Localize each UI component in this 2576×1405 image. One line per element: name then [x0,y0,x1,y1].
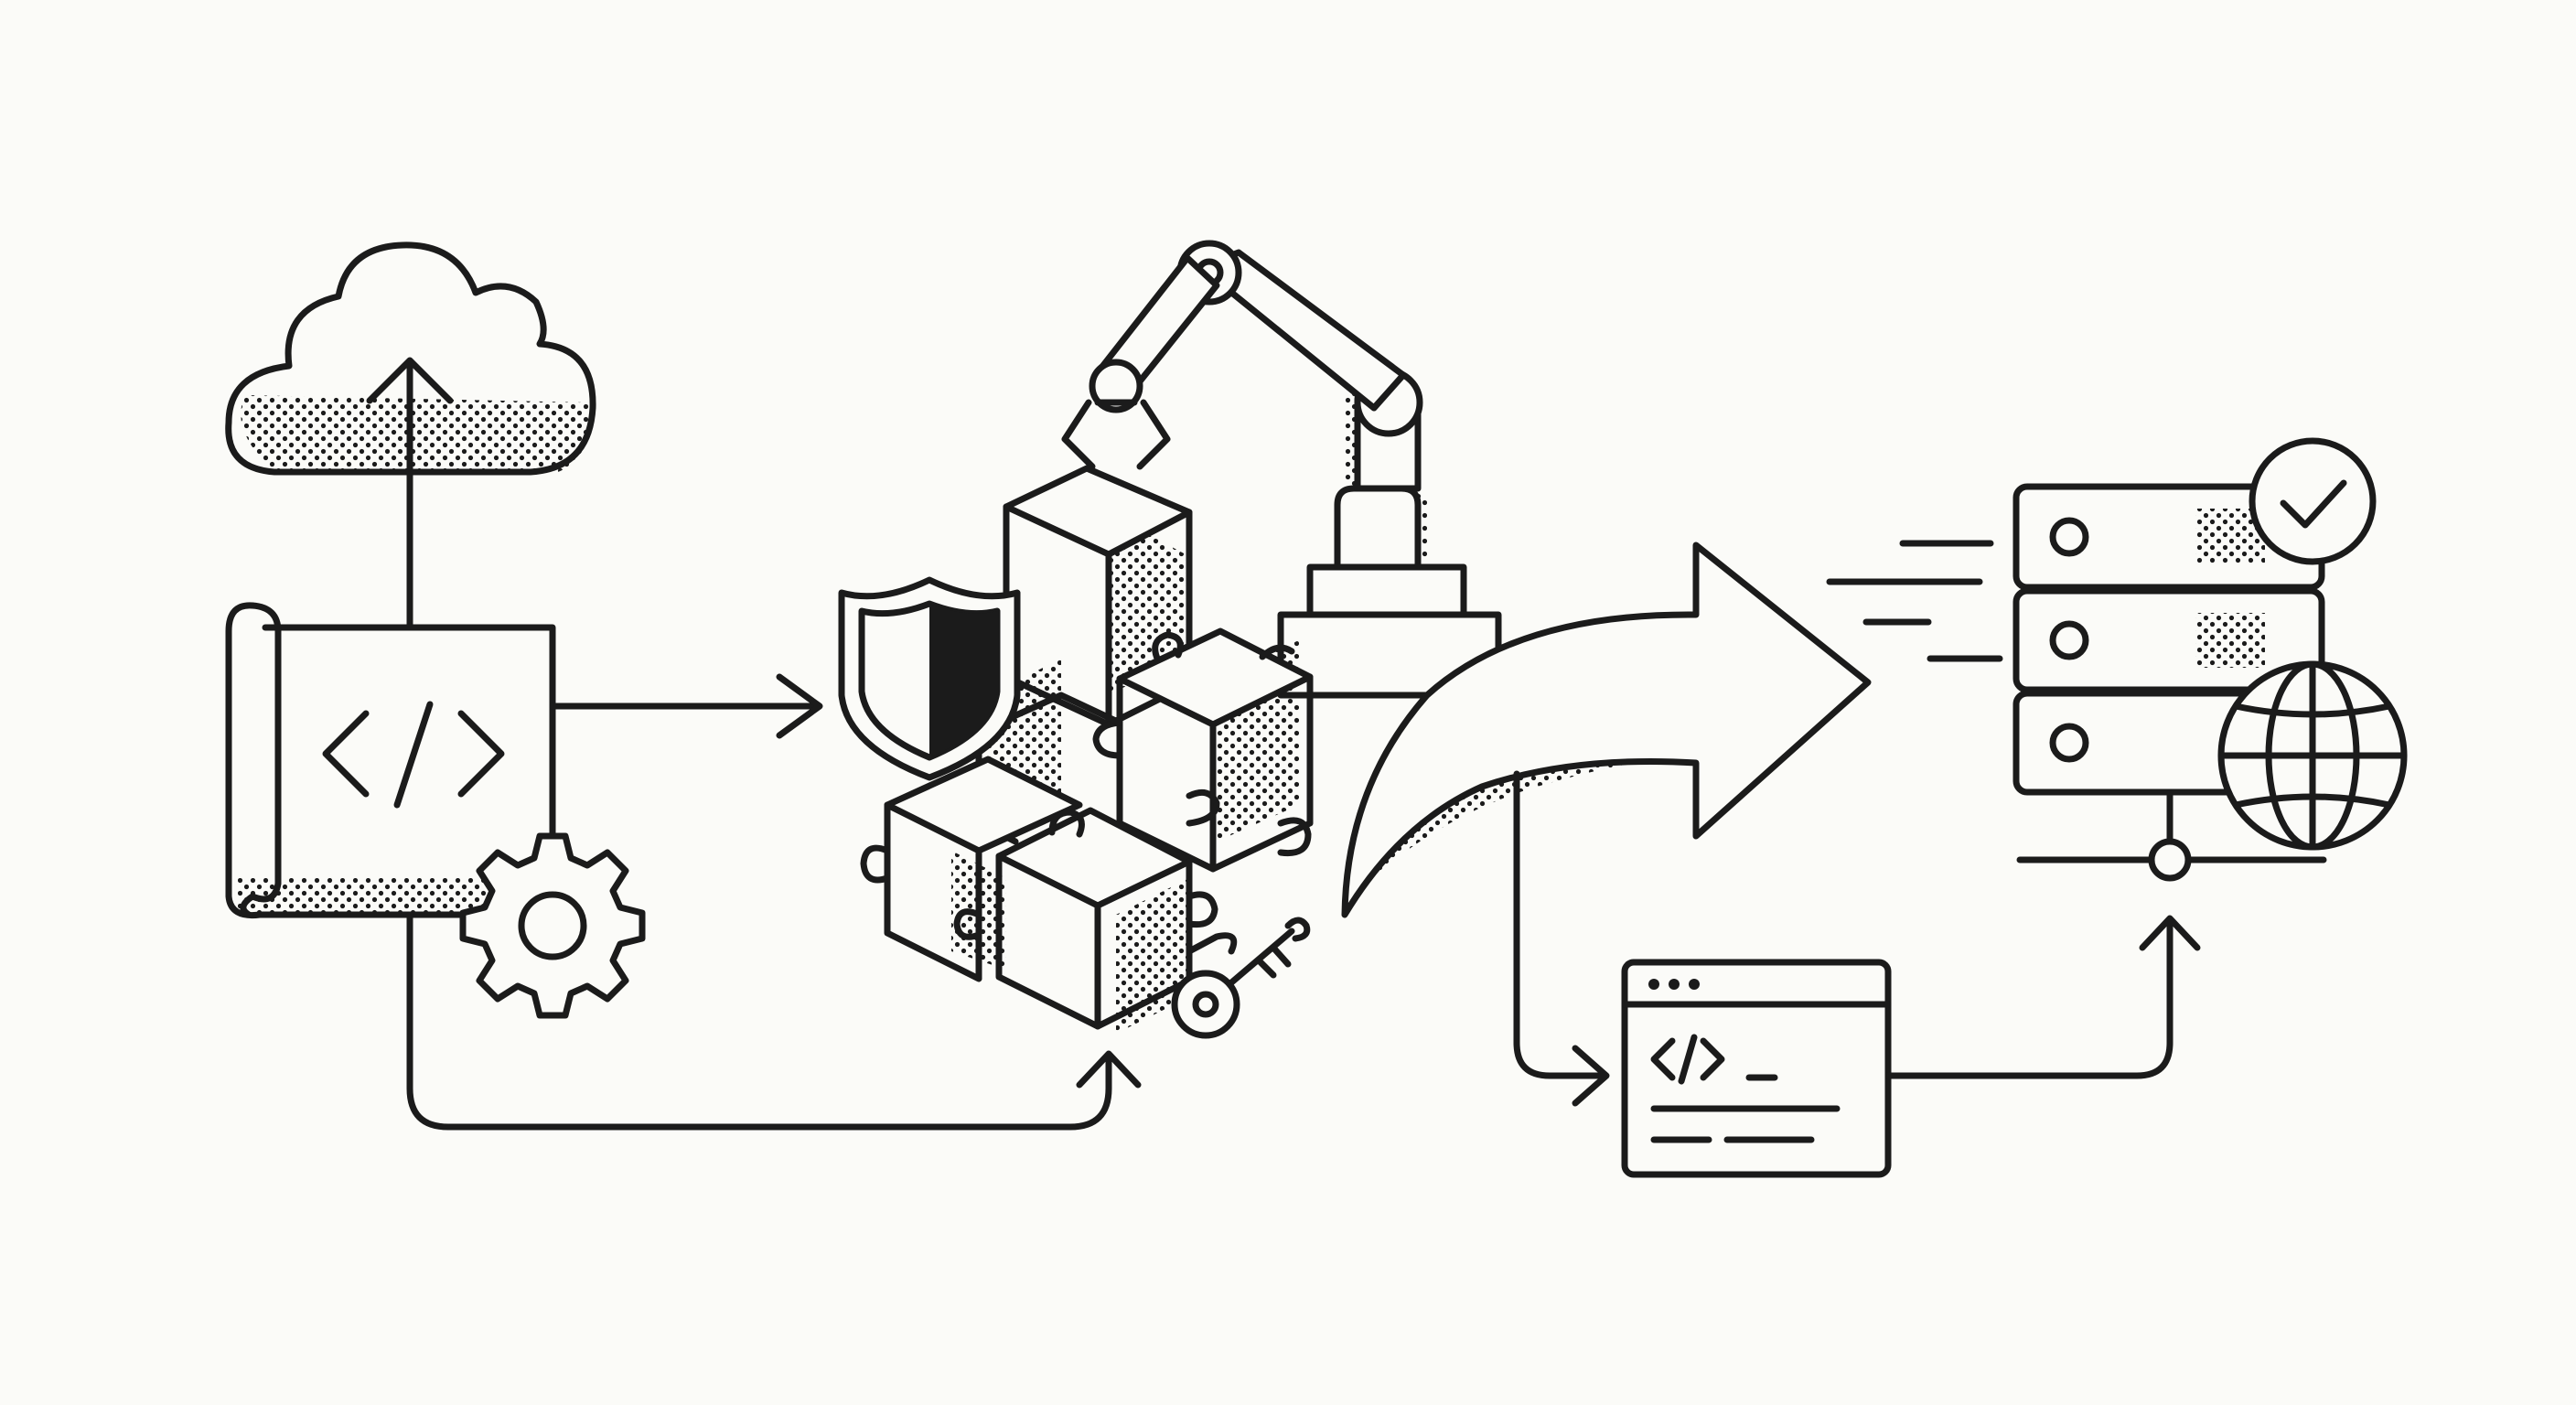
key-icon [1171,917,1311,1039]
network-node-icon [2016,838,2327,882]
shield-icon [838,576,1021,781]
puzzle-cubes-icon [860,465,1314,1034]
gear-icon [459,832,646,1019]
flow-arrow-blueprint-to-build [549,673,823,739]
flow-arrow-blueprint-bottom-loop [406,911,1142,1131]
upload-arrow-icon [366,357,454,631]
cloud-icon [225,241,596,476]
terminal-window-icon: </> _ [1621,959,1892,1178]
blueprint-scroll-icon [225,602,556,919]
checkmark-badge-icon [2249,437,2377,565]
flow-arrow-to-terminal [1513,770,1610,1107]
robotic-arm-icon [1061,240,1502,699]
flow-arrow-terminal-to-server [1884,915,2201,1079]
code-brackets-icon: </> [322,701,505,809]
globe-icon [2217,660,2408,851]
curved-arrow-icon [1341,542,1872,918]
speed-lines [1826,540,2003,662]
